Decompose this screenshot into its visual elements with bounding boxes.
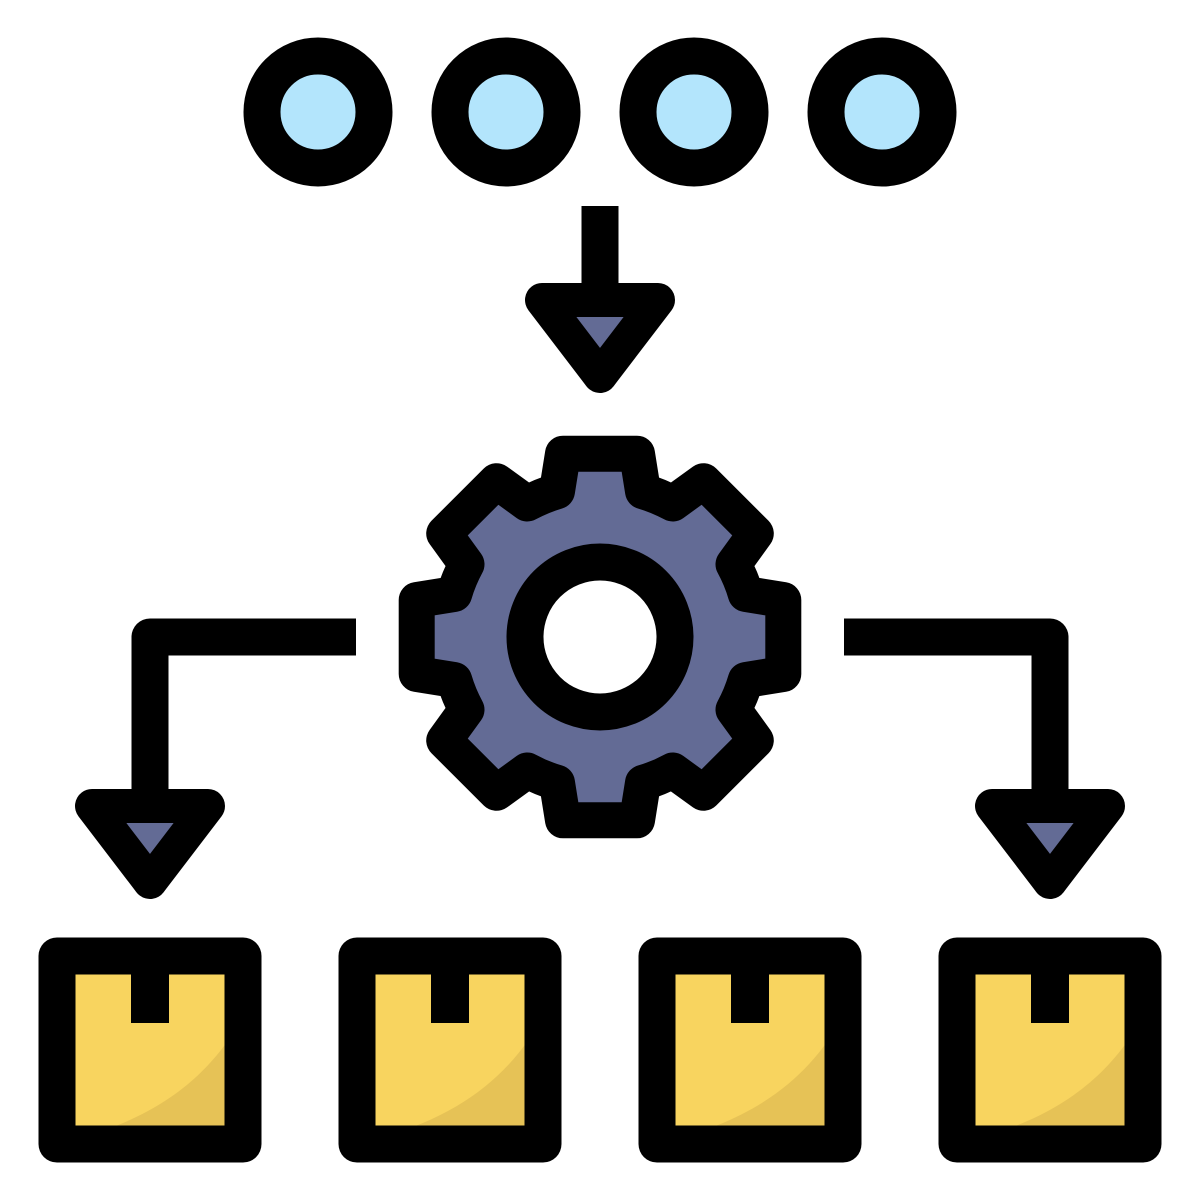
box-icon: [638, 937, 862, 1163]
input-circle-icon: [807, 37, 957, 187]
arrow-down-icon: [975, 789, 1125, 899]
gear-hole: [506, 543, 694, 731]
input-to-process-arrow: [525, 206, 675, 393]
input-circle-icon: [243, 37, 393, 187]
box-icon: [338, 937, 562, 1163]
right-branch-line: [844, 618, 1069, 805]
process-to-right-arrow: [844, 618, 1125, 899]
arrow-down-icon: [75, 789, 225, 899]
input-circle-icon: [619, 37, 769, 187]
left-branch-line: [131, 618, 356, 805]
box-icon: [38, 937, 262, 1163]
output-row: [38, 937, 1162, 1163]
input-row: [243, 37, 957, 187]
arrow-down-icon: [525, 283, 675, 393]
process-to-left-arrow: [75, 618, 356, 899]
box-icon: [938, 937, 1162, 1163]
input-circle-icon: [431, 37, 581, 187]
gear-icon: [398, 435, 802, 839]
